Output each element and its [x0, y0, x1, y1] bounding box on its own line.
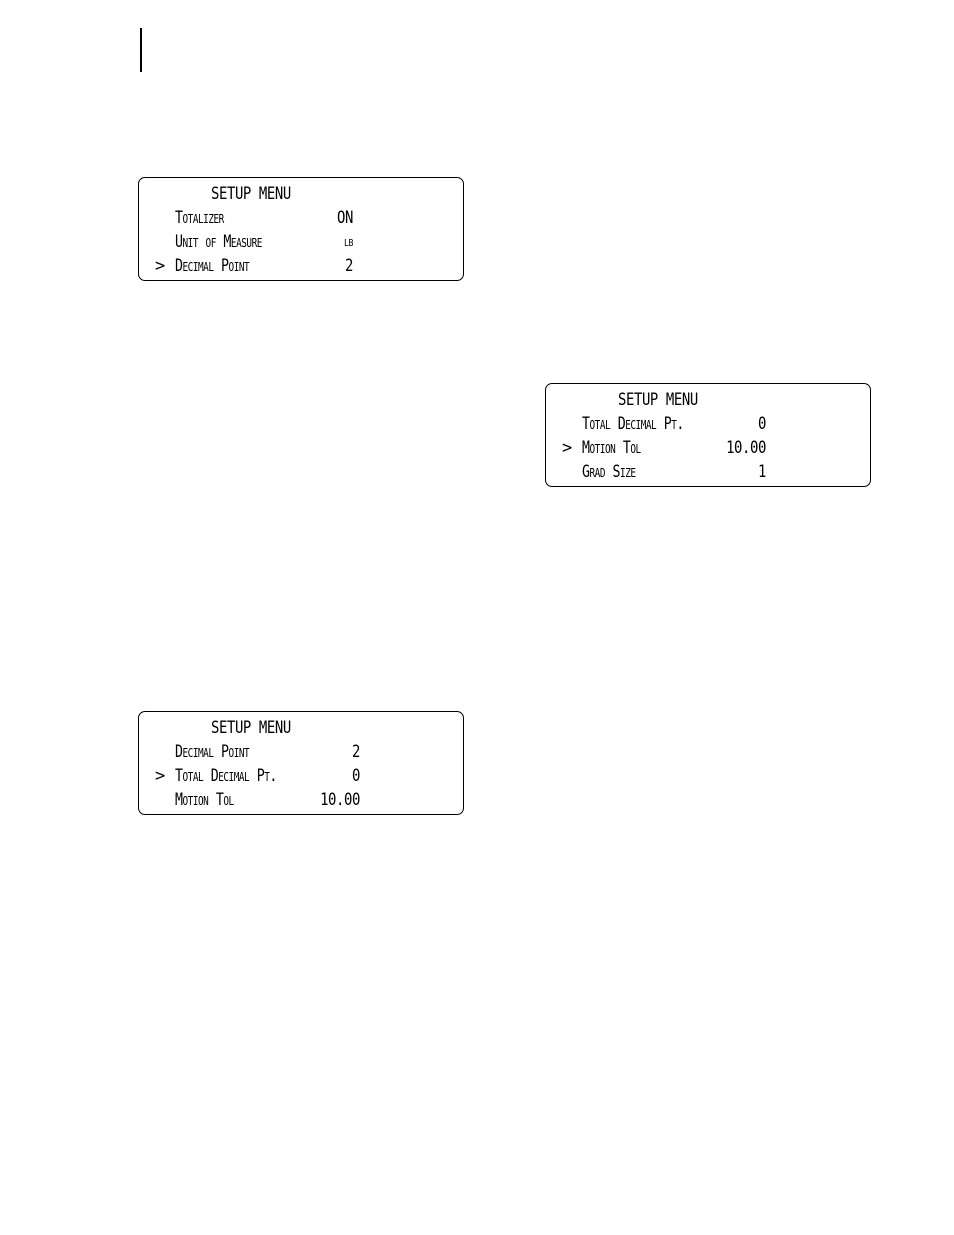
- menu-item-value: 10.00: [700, 438, 766, 458]
- menu-item-value: 2: [294, 742, 360, 762]
- cursor-indicator: >: [155, 256, 165, 276]
- menu-item-value: 10.00: [294, 790, 360, 810]
- menu-row-decimal-point: > Decimal Point 2: [139, 256, 463, 278]
- menu-row-grad-size: Grad Size 1: [546, 462, 870, 484]
- menu-row-total-decimal-pt: Total Decimal Pt. 0: [546, 414, 870, 436]
- lcd-title: SETUP MENU: [618, 390, 698, 410]
- lcd-display-setup-menu-2: SETUP MENU Total Decimal Pt. 0 > Motion …: [545, 383, 871, 487]
- margin-rule: [140, 28, 142, 72]
- lcd-title: SETUP MENU: [211, 718, 291, 738]
- menu-row-total-decimal-pt: > Total Decimal Pt. 0: [139, 766, 463, 788]
- cursor-indicator: >: [562, 438, 572, 458]
- cursor-indicator: >: [155, 766, 165, 786]
- menu-item-label: Total Decimal Pt.: [175, 766, 277, 786]
- menu-item-label: Total Decimal Pt.: [582, 414, 684, 434]
- menu-item-label: Motion Tol: [582, 438, 641, 458]
- menu-item-value: 2: [287, 256, 353, 276]
- menu-item-value: 0: [700, 414, 766, 434]
- lcd-display-setup-menu-3: SETUP MENU Decimal Point 2 > Total Decim…: [138, 711, 464, 815]
- menu-item-label: Decimal Point: [175, 256, 249, 276]
- menu-item-value: 1: [700, 462, 766, 482]
- menu-row-decimal-point: Decimal Point 2: [139, 742, 463, 764]
- menu-row-unit-of-measure: Unit of Measure lb: [139, 232, 463, 254]
- menu-row-motion-tol: Motion Tol 10.00: [139, 790, 463, 812]
- menu-item-label: Totalizer: [175, 208, 224, 228]
- menu-item-label: Unit of Measure: [175, 232, 262, 252]
- menu-item-label: Decimal Point: [175, 742, 249, 762]
- menu-row-totalizer: Totalizer ON: [139, 208, 463, 230]
- menu-item-value: lb: [287, 232, 353, 252]
- menu-item-label: Grad Size: [582, 462, 636, 482]
- menu-row-motion-tol: > Motion Tol 10.00: [546, 438, 870, 460]
- lcd-title: SETUP MENU: [211, 184, 291, 204]
- menu-item-value: ON: [287, 208, 353, 228]
- menu-item-value: 0: [294, 766, 360, 786]
- menu-item-label: Motion Tol: [175, 790, 234, 810]
- lcd-display-setup-menu-1: SETUP MENU Totalizer ON Unit of Measure …: [138, 177, 464, 281]
